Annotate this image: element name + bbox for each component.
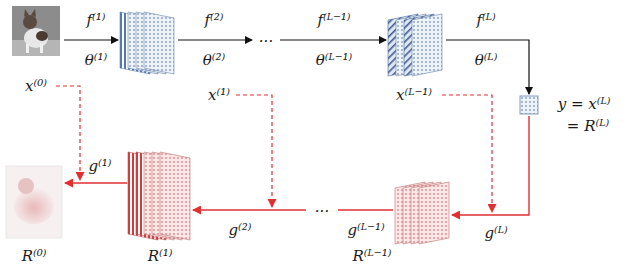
output-map xyxy=(520,96,538,114)
backward-arrow xyxy=(338,209,393,210)
forward-arrow xyxy=(178,39,252,40)
function-label: f⁽ᴸ⁻¹⁾ xyxy=(317,12,350,29)
parameter-label: θ⁽ᴸ⁻¹⁾ xyxy=(316,52,353,69)
parameter-label: θ⁽¹⁾ xyxy=(85,52,107,69)
backward-arrow xyxy=(193,209,306,210)
function-label: f⁽²⁾ xyxy=(205,12,224,29)
dashed-link xyxy=(56,86,80,180)
function-label: f⁽ᴸ⁾ xyxy=(476,12,495,29)
dashed-link xyxy=(236,95,272,207)
forward-arrow xyxy=(446,40,529,94)
function-label: g⁽¹⁾ xyxy=(89,158,112,175)
relevance-label: R⁽¹⁾ xyxy=(148,248,173,265)
activation-label: x⁽ᴸ⁻¹⁾ xyxy=(396,87,432,104)
function-label: g⁽ᴸ⁻¹⁾ xyxy=(347,222,384,239)
ellipsis: ... xyxy=(259,29,273,46)
backward-arrow xyxy=(65,182,127,183)
heatmap-image xyxy=(6,166,62,238)
function-label: g⁽²⁾ xyxy=(229,222,252,239)
dashed-link xyxy=(442,95,492,212)
forward-arrow xyxy=(64,39,118,40)
parameter-label: θ⁽²⁾ xyxy=(203,52,225,69)
backward-arrow xyxy=(452,116,529,215)
forward-arrow xyxy=(280,39,386,40)
feature-map-stack xyxy=(388,14,442,76)
activation-label: x⁽¹⁾ xyxy=(208,87,230,104)
parameter-label: θ⁽ᴸ⁾ xyxy=(475,52,498,69)
activation-label: x⁽⁰⁾ xyxy=(25,78,47,95)
relevance-map-stack xyxy=(395,182,449,244)
relevance-label: R⁽ᴸ⁻¹⁾ xyxy=(353,248,392,265)
function-label: g⁽ᴸ⁾ xyxy=(484,225,507,242)
ellipsis: ... xyxy=(315,199,329,216)
output-label: y = x⁽ᴸ⁾ xyxy=(558,96,611,113)
input-image xyxy=(12,6,60,56)
relevance-label: R⁽⁰⁾ xyxy=(22,248,47,265)
feature-map-stack xyxy=(120,12,174,74)
function-label: f⁽¹⁾ xyxy=(87,12,106,29)
relevance-label: = R⁽ᴸ⁾ xyxy=(567,118,609,135)
relevance-map-stack xyxy=(128,152,190,240)
